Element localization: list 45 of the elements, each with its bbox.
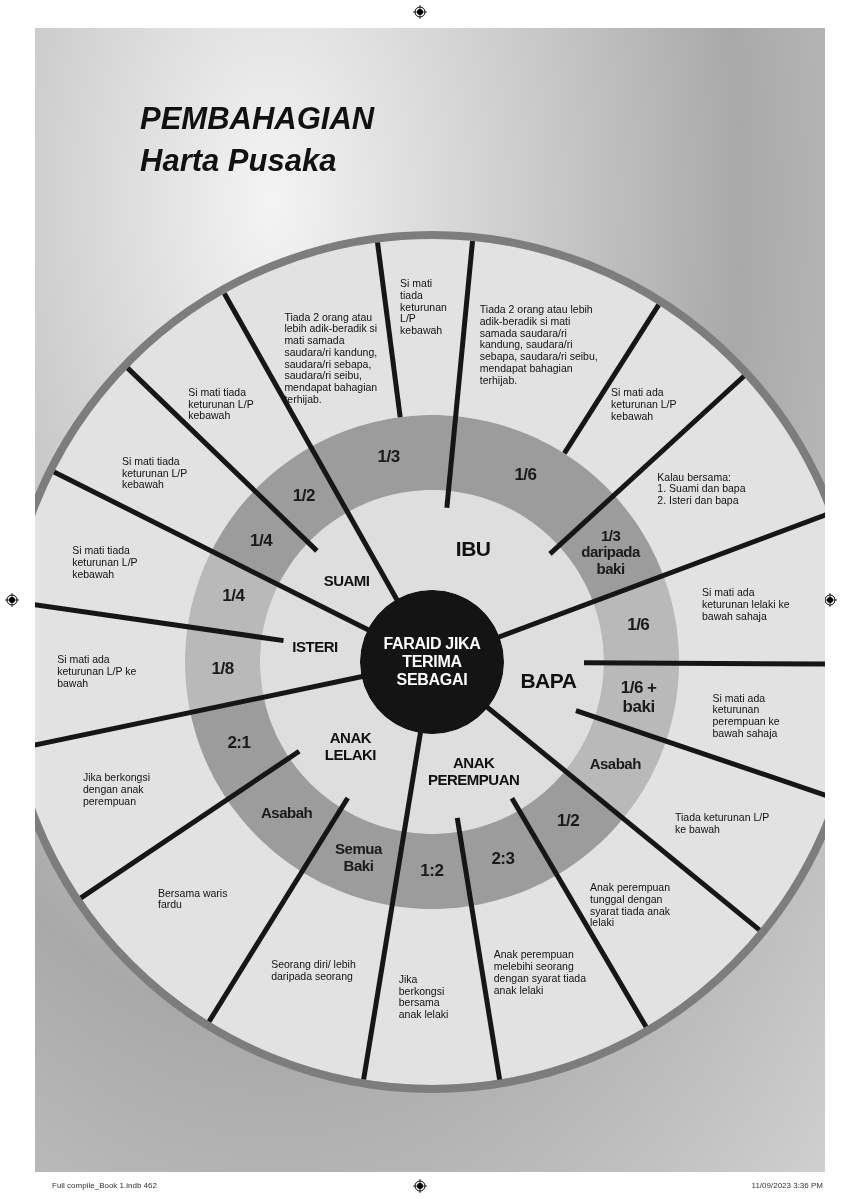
share-label: 1:2 — [419, 861, 445, 881]
condition-text: Kalau bersama: — [657, 471, 732, 484]
share-label: 1/4 — [221, 586, 246, 606]
heir-label: SUAMI — [322, 572, 371, 589]
heir-label: ANAK LELAKI — [323, 730, 377, 765]
print-slug-text: 11/09/2023 3:36 PM — [751, 1181, 823, 1190]
share-label: Asabah — [588, 755, 642, 772]
condition-text: Anak perempuan melebihi seorang dengan syarat tiada anak lelaki — [493, 949, 587, 996]
center-label: FARAID JIKA TERIMA SEBAGAI — [382, 635, 482, 689]
condition-text: Tiada keturunan L/P ke bawah — [675, 812, 770, 837]
condition-text: Si mati tiada keturunan L/P kebawah — [400, 277, 448, 337]
share-label: 1/3 — [376, 447, 401, 467]
share-label: 1/6 — [513, 465, 538, 484]
share-label: 1/2 — [291, 486, 316, 506]
condition-text: Seorang diri/ lebih daripada seorang — [271, 959, 357, 983]
share-label: 2:3 — [490, 849, 516, 869]
share-label: 1/4 — [249, 531, 274, 551]
share-label: 1/8 — [210, 659, 235, 679]
condition-text: Si mati tiada keturunan L/P kebawah — [121, 456, 189, 492]
condition-text: Si mati ada keturunan L/P kebawah — [611, 387, 678, 423]
condition-text: Si mati tiada keturunan L/P kebawah — [72, 545, 139, 581]
condition-text: 2. Isteri dan bapa — [657, 495, 740, 508]
condition-text: Si mati ada keturunan lelaki ke bawah sahaja — [701, 587, 791, 623]
condition-text: Bersama waris fardu — [157, 887, 229, 912]
share-label: 1/2 — [556, 811, 581, 831]
share-label: Asabah — [260, 804, 314, 822]
print-slug-text: Full compile_Book 1.indb 462 — [52, 1181, 157, 1190]
condition-text: Si mati tiada keturunan L/P kebawah — [188, 387, 255, 423]
condition-text: Si mati ada keturunan L/P ke bawah — [57, 654, 138, 690]
condition-text: Jika berkongsi dengan anak perempuan — [82, 772, 151, 808]
condition-text: Anak perempuan tunggal dengan syarat tiada anak lelaki — [590, 881, 671, 929]
condition-text: Si mati ada keturunan perempuan ke bawah sahaja — [712, 692, 781, 740]
share-label: 1/6 + baki — [619, 677, 658, 716]
share-label: 1/3 daripada baki — [580, 527, 642, 578]
heir-label: ANAK PEREMPUAN — [427, 755, 521, 790]
share-label: 2:1 — [226, 733, 252, 753]
share-label: Semua Baki — [334, 841, 384, 875]
heir-label: IBU — [454, 537, 492, 561]
condition-text: Jika berkongsi bersama anak lelaki — [398, 973, 450, 1021]
condition-text: Tiada 2 orang atau lebih adik-beradik si mati samada saudara/ri kandung, saudara/ri sebapa, saudara/ri seibu, mendapat bahagian terhijab. — [479, 304, 599, 387]
heir-label: BAPA — [519, 669, 578, 693]
condition-text: 1. Suami dan bapa — [657, 483, 747, 496]
share-label: 1/6 — [626, 615, 651, 635]
title: PEMBAHAGIAN Harta Pusaka — [140, 100, 376, 180]
heir-label: ISTERI — [291, 638, 339, 656]
